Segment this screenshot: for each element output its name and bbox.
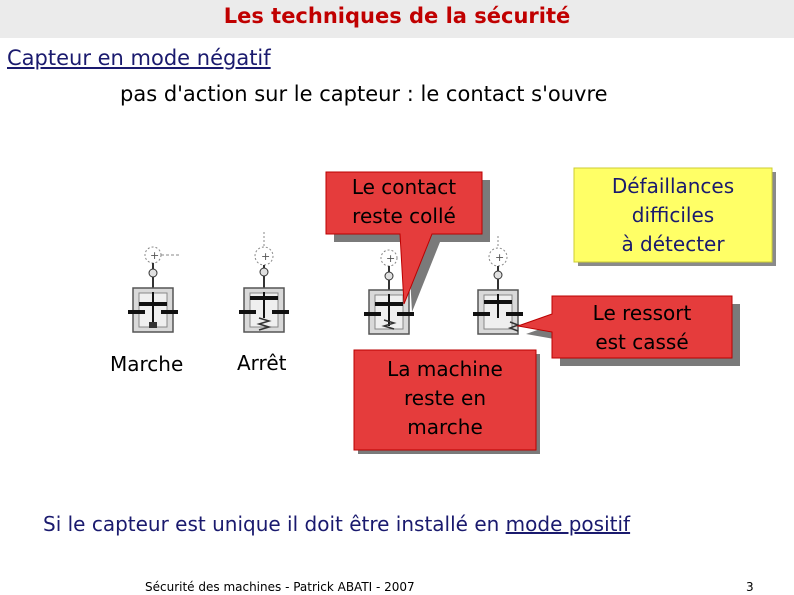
callout-defaillances-text: Défaillances difficiles à détecter	[574, 172, 772, 259]
svg-text:+: +	[386, 252, 395, 265]
page-title: Les techniques de la sécurité	[223, 4, 571, 28]
svg-text:+: +	[495, 251, 504, 264]
callout-machine-line2: reste en	[404, 386, 486, 410]
callout-contact-colle	[325, 171, 490, 312]
svg-text:+: +	[261, 250, 270, 263]
callout-contact-line1: Le contact	[351, 175, 457, 199]
section-title: Capteur en mode négatif	[7, 46, 271, 70]
page-number: 3	[746, 580, 754, 594]
callout-defaillances	[573, 167, 776, 266]
callout-defaillances-line2: difficiles	[631, 203, 715, 227]
switch-arret: +	[239, 232, 289, 333]
callout-ressort-text: Le ressort est cassé	[552, 299, 732, 357]
callout-ressort-line2: est cassé	[595, 330, 689, 354]
conclusion-text-main: Si le capteur est unique il doit être in…	[43, 512, 506, 536]
callout-contact-line2: reste collé	[352, 204, 456, 228]
title-bar	[0, 0, 794, 38]
callout-ressort-line1: Le ressort	[592, 301, 692, 325]
label-marche: Marche	[110, 352, 184, 376]
conclusion-emphasis: mode positif	[505, 512, 631, 536]
callout-machine-text: La machine reste en marche	[354, 355, 536, 442]
switch-marche: +	[128, 246, 179, 333]
switch-contact-colle: +	[364, 249, 414, 335]
callout-defaillances-line3: à détecter	[621, 232, 725, 256]
callout-machine-marche	[353, 349, 540, 454]
callout-contact-text: Le contact reste collé	[326, 173, 482, 231]
label-arret: Arrêt	[237, 351, 287, 375]
conclusion-text: Si le capteur est unique il doit être in…	[43, 512, 630, 536]
callout-ressort-casse	[516, 295, 740, 366]
footer-author: Sécurité des machines - Patrick ABATI - …	[145, 580, 415, 594]
switch-ressort-casse: +	[473, 236, 523, 335]
section-subtitle: pas d'action sur le capteur : le contact…	[120, 82, 608, 106]
callout-defaillances-line1: Défaillances	[611, 174, 735, 198]
callout-machine-line1: La machine	[387, 357, 503, 381]
svg-text:+: +	[150, 249, 159, 262]
callout-machine-line3: marche	[407, 415, 483, 439]
